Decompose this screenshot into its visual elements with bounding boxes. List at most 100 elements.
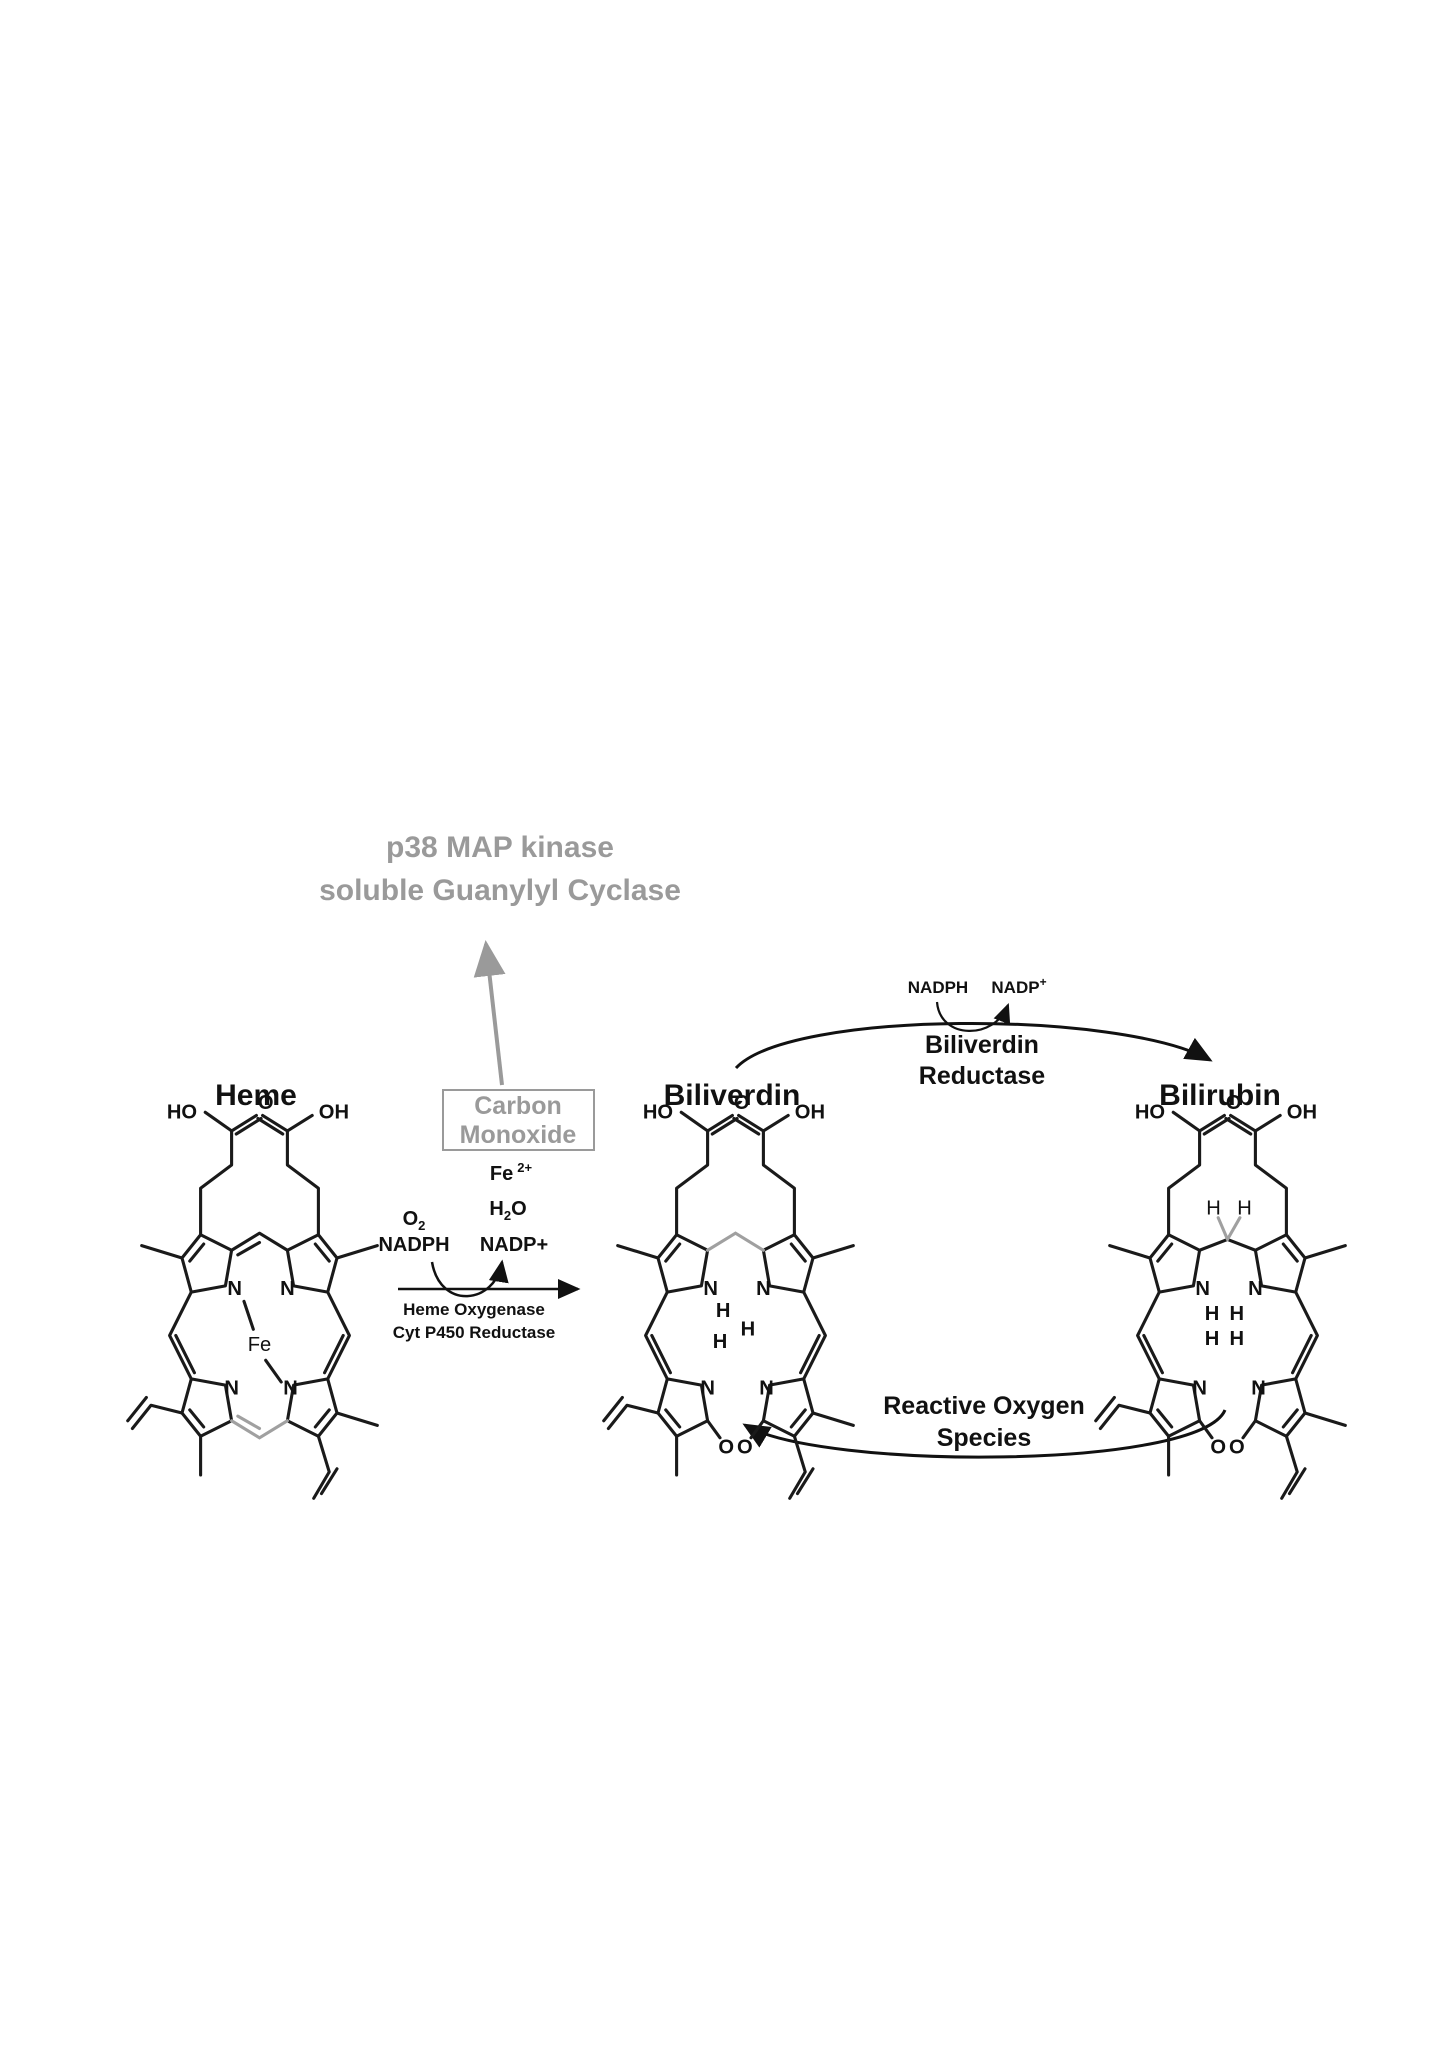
carbon-monoxide-box bbox=[442, 1089, 595, 1151]
bilirubin-o-left: O bbox=[1226, 1092, 1242, 1114]
biliverdin-n-c: N bbox=[700, 1377, 715, 1399]
heme-meso-top bbox=[230, 1231, 289, 1252]
o2-label: O2 bbox=[403, 1208, 426, 1233]
heme-methyl-d bbox=[335, 1411, 379, 1427]
bilirubin-ring-d bbox=[1253, 1377, 1307, 1438]
biliverdin-meso-right-double bbox=[799, 1333, 821, 1375]
heme-n-b: N bbox=[280, 1278, 295, 1300]
bilirubin-meso-right bbox=[1294, 1290, 1319, 1381]
heme-meso-bottom bbox=[230, 1419, 289, 1440]
heme-methyl-a bbox=[140, 1244, 184, 1260]
heme-fe-center: Fe bbox=[248, 1334, 272, 1356]
biliverdin-nh-1: H bbox=[713, 1331, 728, 1353]
heme-carboxyl-left-oh bbox=[203, 1110, 234, 1133]
biliverdin-o-carbonyl-right: O bbox=[737, 1436, 753, 1458]
biliverdin-carbonyl-right bbox=[749, 1419, 765, 1440]
bilirubin-carbonyl-left bbox=[1198, 1419, 1214, 1440]
biliverdin-methyl-d bbox=[811, 1411, 855, 1427]
biliverdin-meso-right bbox=[802, 1290, 827, 1381]
biliverdin-ring-c bbox=[656, 1377, 710, 1438]
bilirubin-oh-right: OH bbox=[1287, 1102, 1317, 1124]
biliverdin-oh-right: OH bbox=[795, 1102, 825, 1124]
bilirubin-vinyl-c bbox=[1098, 1403, 1152, 1431]
biliverdin-ring-c-double bbox=[664, 1408, 682, 1429]
bilirubin-ring-c-double bbox=[1156, 1408, 1174, 1429]
heme-vinyl-d-double bbox=[319, 1467, 339, 1496]
bilirubin-nh-0: H bbox=[1205, 1303, 1220, 1325]
bilirubin-ring-d-double bbox=[1281, 1408, 1299, 1429]
heme-ring-d bbox=[285, 1377, 339, 1438]
bilirubin-ring-c bbox=[1148, 1377, 1202, 1438]
heme-ring-a-double bbox=[188, 1242, 206, 1263]
biliverdin-title: Biliverdin bbox=[664, 1079, 801, 1112]
bilirubin-nh-1: H bbox=[1230, 1303, 1245, 1325]
biliverdin-n-b: N bbox=[756, 1278, 771, 1300]
enzyme-heme-oxygenase: Heme Oxygenase bbox=[403, 1300, 545, 1319]
heme-vinyl-c-double bbox=[126, 1395, 148, 1423]
bilirubin-n-c: N bbox=[1192, 1377, 1207, 1399]
heme-o-left: O bbox=[258, 1092, 274, 1114]
heme-meso-right bbox=[326, 1290, 351, 1381]
biliverdin-meso-top bbox=[706, 1231, 765, 1252]
co-signaling-arrow bbox=[473, 940, 506, 1086]
bilirubin-ring-a-double bbox=[1156, 1242, 1174, 1263]
bilirubin-meso-left bbox=[1136, 1290, 1161, 1381]
biliverdin-methyl-a bbox=[616, 1244, 660, 1260]
bilirubin-meso-left-double bbox=[1142, 1333, 1164, 1375]
bilirubin-carboxyl-left-oh bbox=[1171, 1110, 1202, 1133]
heme-vinyl-c bbox=[130, 1403, 184, 1431]
bilirubin-vinyl-d-double bbox=[1287, 1467, 1307, 1496]
biliverdin-ring-b bbox=[761, 1233, 815, 1294]
bilirubin-meso-top bbox=[1198, 1237, 1257, 1252]
heme-carboxyl-right-o bbox=[261, 1113, 289, 1133]
biliverdin-n-d: N bbox=[759, 1377, 774, 1399]
nadp-label-1: NADP+ bbox=[480, 1234, 548, 1256]
cofactor-exchange-arrow-2 bbox=[935, 1001, 1011, 1032]
bilirubin-propionate-left bbox=[1167, 1129, 1202, 1237]
heme-carboxyl-right-o-double bbox=[256, 1116, 285, 1136]
heme-oh-right: OH bbox=[319, 1102, 349, 1124]
heme-ring-a bbox=[180, 1233, 234, 1294]
bilirubin-meso-right-double bbox=[1291, 1333, 1313, 1375]
biliverdin-carboxyl-left-oh bbox=[679, 1110, 710, 1133]
ros-oxidation-arrow bbox=[742, 1409, 1227, 1459]
biliverdin-carboxyl-right-oh bbox=[761, 1113, 790, 1133]
biliverdin-nh-2: H bbox=[741, 1319, 756, 1341]
biliverdin-methyl-b bbox=[811, 1244, 855, 1260]
bilirubin-meso-h1: H bbox=[1206, 1198, 1221, 1220]
bilirubin-vinyl-d bbox=[1280, 1434, 1299, 1500]
biliverdin-ring-d bbox=[761, 1377, 815, 1438]
biliverdin-reductase-line1: Biliverdin bbox=[925, 1031, 1039, 1059]
biliverdin-ring-a-double bbox=[664, 1242, 682, 1263]
bilirubin-carboxyl-right-o-double bbox=[1224, 1116, 1253, 1136]
heme-ring-c bbox=[180, 1377, 234, 1438]
heme-n-a: N bbox=[227, 1278, 242, 1300]
biliverdin-vinyl-d bbox=[788, 1434, 807, 1500]
bilirubin-carbonyl-right bbox=[1241, 1419, 1257, 1440]
biliverdin-carboxyl-right-o-double bbox=[732, 1116, 761, 1136]
enzyme-cyt-p450-reductase: Cyt P450 Reductase bbox=[393, 1323, 556, 1342]
regulator-sgc-label: soluble Guanylyl Cyclase bbox=[319, 874, 681, 907]
heme-fe-bond-2 bbox=[264, 1358, 283, 1384]
biliverdin-o-carbonyl-left: O bbox=[718, 1436, 734, 1458]
bilirubin-methyl-a bbox=[1108, 1244, 1152, 1260]
bilirubin-carboxyl-left-o-double bbox=[1202, 1116, 1231, 1136]
bilirubin-meso-h2: H bbox=[1237, 1198, 1252, 1220]
nadp-label-2: NADP+ bbox=[991, 975, 1046, 997]
heme-vinyl-d bbox=[312, 1434, 331, 1500]
bilirubin-n-b: N bbox=[1248, 1278, 1263, 1300]
biliverdin-meso-left-double bbox=[650, 1333, 672, 1375]
cofactor-exchange-arrow-1 bbox=[430, 1259, 509, 1298]
bilirubin-methyl-b bbox=[1303, 1244, 1347, 1260]
bilirubin-carboxyl-left-o bbox=[1198, 1113, 1226, 1133]
bilirubin-n-d: N bbox=[1251, 1377, 1266, 1399]
bilirubin-methyl-d bbox=[1303, 1411, 1347, 1427]
bilirubin-title: Bilirubin bbox=[1159, 1079, 1281, 1112]
heme-fe-bond-1 bbox=[242, 1299, 255, 1331]
bilirubin-n-a: N bbox=[1195, 1278, 1210, 1300]
biliverdin-meso-left bbox=[644, 1290, 669, 1381]
